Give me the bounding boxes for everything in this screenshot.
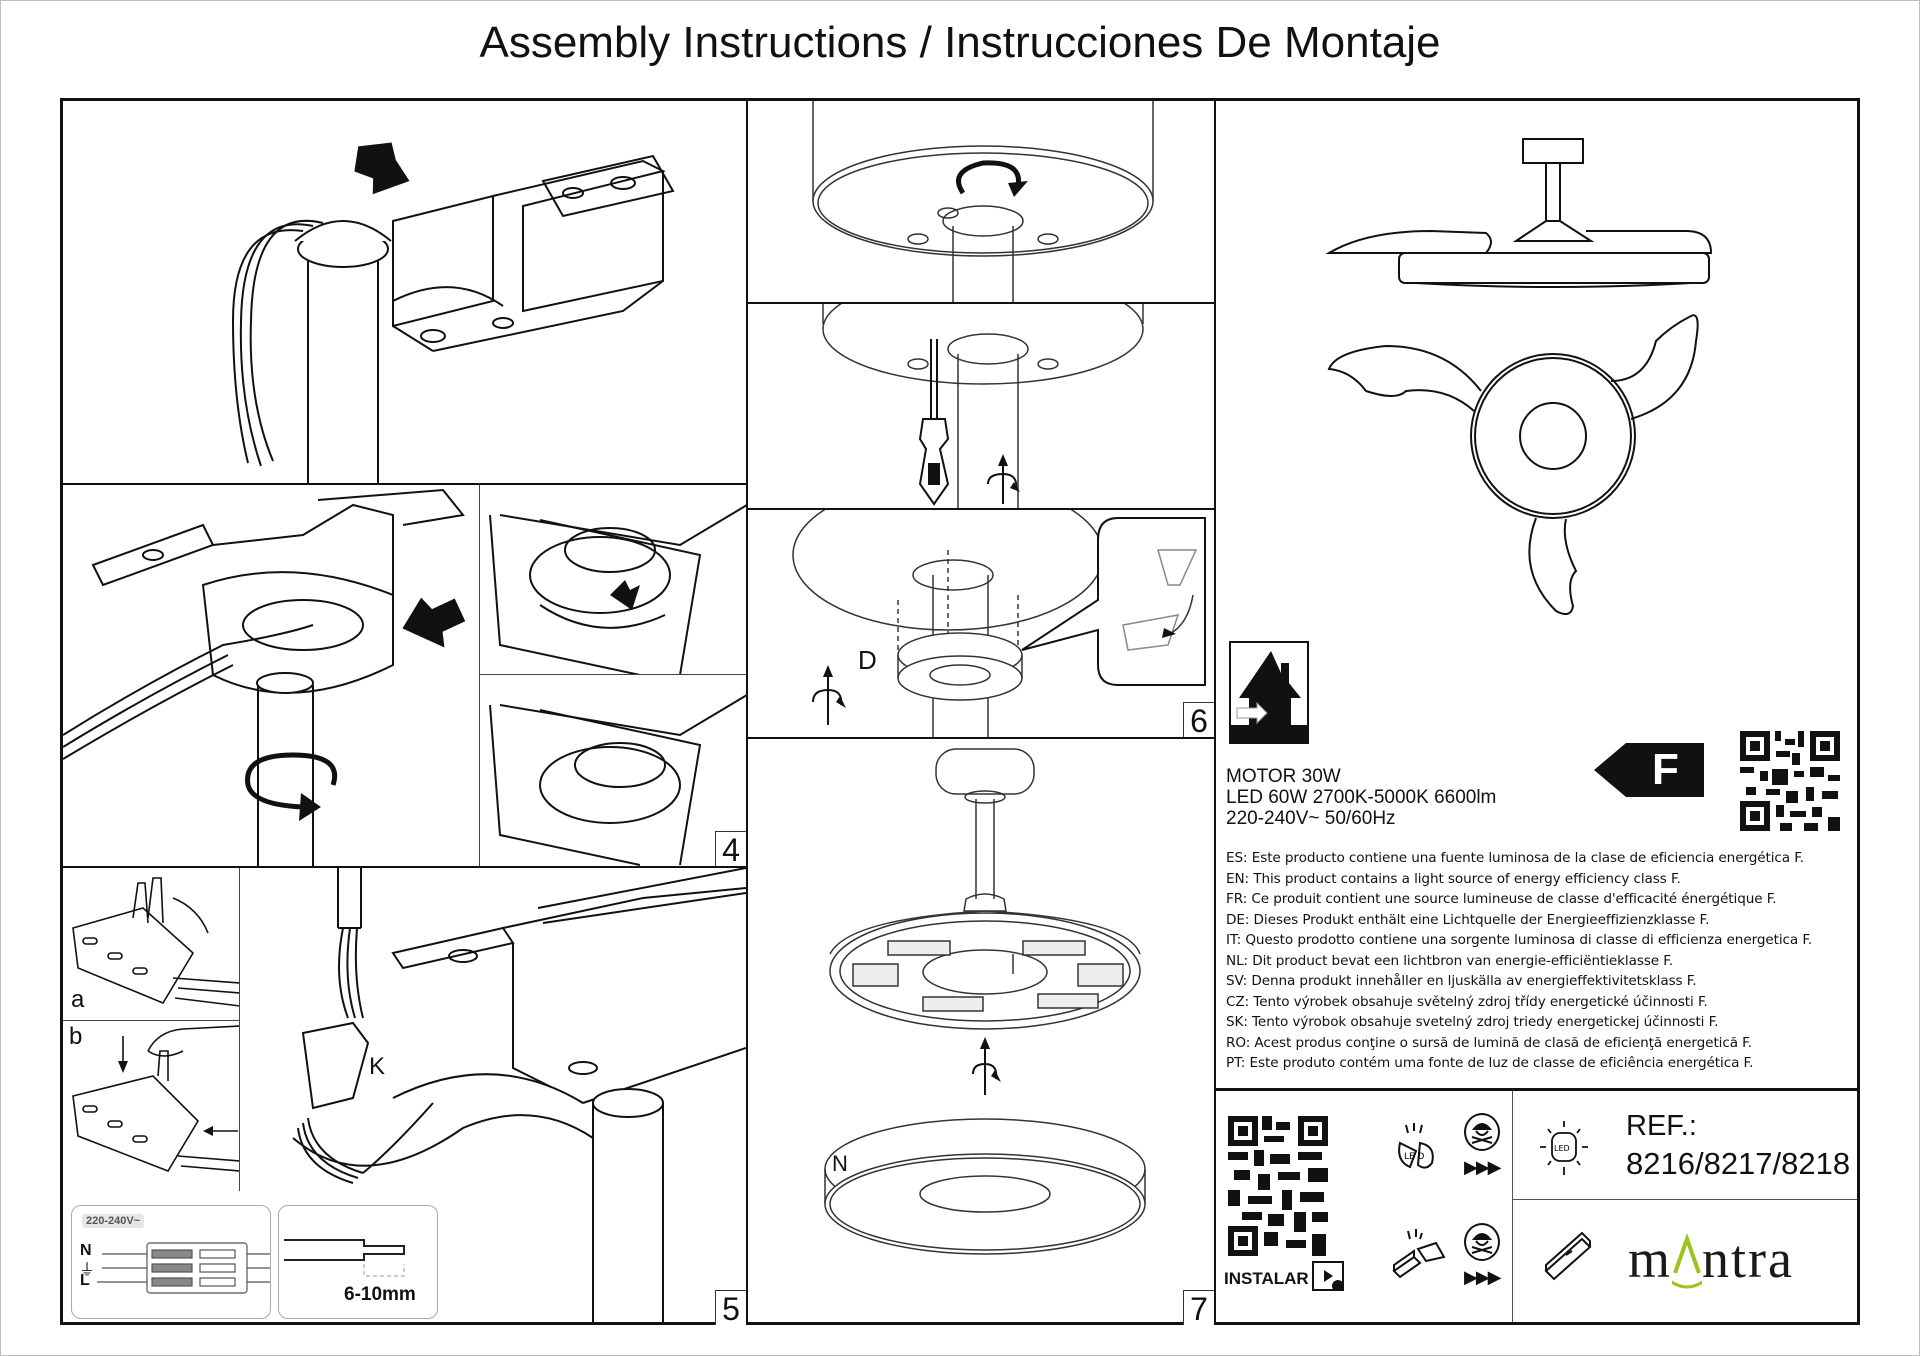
canopy-rotate-illustration xyxy=(812,101,1154,302)
panel-step7: N 7 xyxy=(746,737,1214,1325)
step-number: 4 xyxy=(715,831,746,866)
latch-arrow-icon xyxy=(1162,628,1176,638)
led-lamp-icon: LED xyxy=(1538,1119,1590,1177)
push-arrow-icon xyxy=(610,580,640,610)
panel-step6: D 6 xyxy=(746,508,1214,737)
broken-driver-icon xyxy=(1390,1227,1446,1279)
house-indoor-icon xyxy=(1229,641,1309,744)
efficiency-en: EN: This product contains a light source… xyxy=(1226,870,1681,887)
step-number: 7 xyxy=(1183,1290,1214,1325)
efficiency-ro: RO: Acest produs conţine o sursă de lumi… xyxy=(1226,1034,1752,1051)
brand-accent-icon xyxy=(1672,1231,1703,1289)
spec-led: LED 60W 2700K-5000K 6600lm xyxy=(1226,787,1497,808)
qr-code-icon[interactable] xyxy=(1740,731,1840,831)
canopy-ring-label: D xyxy=(858,645,877,675)
brand-name-right: ntra xyxy=(1702,1229,1794,1289)
brand-name-left: m xyxy=(1628,1229,1673,1289)
panel-canopy-screw xyxy=(746,302,1214,508)
efficiency-fr: FR: Ce produit contient une source lumin… xyxy=(1226,891,1777,907)
connector-close-illustration xyxy=(72,1025,239,1172)
driver-icon xyxy=(1542,1229,1594,1281)
technician-icon xyxy=(1464,1223,1500,1261)
live-label: L xyxy=(80,1272,90,1289)
rotate-arrow-icon xyxy=(299,793,321,821)
panel-step4-detail-after: 4 xyxy=(479,674,746,866)
panel-step4-rotate xyxy=(63,483,479,866)
panel-product-overview: F xyxy=(1214,101,1857,1088)
canopy-ring-illustration xyxy=(792,510,1206,737)
rotate-arrow-icon xyxy=(1008,181,1028,197)
panel-step5-wiring: a b xyxy=(63,866,746,1325)
rotate-up-arrow-icon xyxy=(823,665,846,708)
motor-bracket-detail xyxy=(489,504,746,674)
strip-length-label: 6-10mm xyxy=(344,1284,416,1305)
screwdriver-illustration xyxy=(822,304,1144,508)
video-play-icon[interactable] xyxy=(1312,1261,1344,1291)
ref-value: 8216/8217/8218 xyxy=(1626,1146,1851,1181)
energy-class-arrow-icon: F xyxy=(1594,743,1704,797)
rotate-up-arrow-icon xyxy=(980,1037,1001,1082)
terminal-block-illustration xyxy=(97,1242,270,1294)
efficiency-sv: SV: Denna produkt innehåller en ljuskäll… xyxy=(1226,973,1697,989)
panel-step4-detail-before xyxy=(479,483,746,674)
footer-divider-horizontal xyxy=(1512,1199,1857,1200)
install-label[interactable]: INSTALAR xyxy=(1224,1269,1309,1288)
sub-panel-a: a xyxy=(63,868,240,1021)
energy-class-label: F xyxy=(1652,745,1679,794)
connector-k-label: K xyxy=(369,1053,386,1080)
instruction-frame xyxy=(60,98,1860,1325)
connector-open-illustration xyxy=(72,877,239,1007)
arrows-icon: ▶▶▶ xyxy=(1464,1267,1502,1287)
technician-icon xyxy=(1464,1113,1500,1151)
efficiency-statements: ES: Este producto contiene una fuente lu… xyxy=(1226,848,1812,1074)
diffuser-attach-illustration xyxy=(824,748,1146,1255)
diffuser-label: N xyxy=(832,1151,848,1176)
panel-info-footer: INSTALAR LE D ▶▶▶ LED ▶▶▶ xyxy=(1214,1088,1857,1322)
efficiency-it: IT: Questo prodotto contiene una sorgent… xyxy=(1226,932,1813,948)
panel-bracket-mount xyxy=(63,101,746,483)
page-title: Assembly Instructions / Instrucciones De… xyxy=(479,18,1441,67)
spec-motor: MOTOR 30W xyxy=(1226,766,1341,787)
qr-code-icon[interactable] xyxy=(1228,1116,1328,1256)
neutral-label: N xyxy=(80,1242,92,1259)
sub-panel-b: b xyxy=(63,1021,240,1191)
motor-bracket-detail xyxy=(489,694,746,866)
efficiency-pt: PT: Este produto contém uma fonte de luz… xyxy=(1226,1055,1754,1071)
ceiling-fan-views xyxy=(1325,138,1713,616)
step-number: 6 xyxy=(1183,702,1214,737)
efficiency-cz: CZ: Tento výrobek obsahuje světelný zdro… xyxy=(1226,993,1708,1010)
broken-led-icon: LE D xyxy=(1392,1121,1440,1171)
push-arrow-icon xyxy=(402,597,466,648)
svg-text:LED: LED xyxy=(1554,1144,1570,1153)
panel-canopy-rotate xyxy=(746,101,1214,302)
spec-power: 220-240V~ 50/60Hz xyxy=(1226,808,1396,829)
push-arrow-icon xyxy=(354,142,410,195)
efficiency-es: ES: Este producto contiene una fuente lu… xyxy=(1226,850,1804,866)
spec-block: MOTOR 30W LED 60W 2700K-5000K 6600lm 220… xyxy=(1226,766,1496,829)
efficiency-sk: SK: Tento výrobok obsahuje svetelný zdro… xyxy=(1226,1014,1719,1030)
step-number: 5 xyxy=(715,1290,746,1325)
arrows-icon: ▶▶▶ xyxy=(1464,1157,1502,1177)
sub-label-b: b xyxy=(69,1023,83,1050)
bracket-mount-illustration xyxy=(231,142,675,483)
efficiency-nl: NL: Dit product bevat een lichtbron van … xyxy=(1226,952,1674,969)
wiring-diagram-box: 220-240V~ N ⏚ L xyxy=(71,1205,271,1319)
wire-strip-illustration xyxy=(284,1239,405,1277)
rotate-canopy-illustration xyxy=(63,488,466,866)
rotate-up-arrow-icon xyxy=(998,454,1020,492)
voltage-label: 220-240V~ xyxy=(82,1214,145,1228)
efficiency-de: DE: Dieses Produkt enthält eine Lichtque… xyxy=(1226,911,1710,928)
ground-label: ⏚ xyxy=(79,1262,96,1279)
svg-text:LE D: LE D xyxy=(1404,1152,1425,1162)
sub-label-a: a xyxy=(71,986,85,1013)
strip-length-box: 6-10mm xyxy=(278,1205,438,1319)
ref-label: REF.: xyxy=(1626,1110,1697,1142)
screwdriver-icon xyxy=(918,339,950,506)
footer-divider-vertical xyxy=(1512,1091,1513,1322)
